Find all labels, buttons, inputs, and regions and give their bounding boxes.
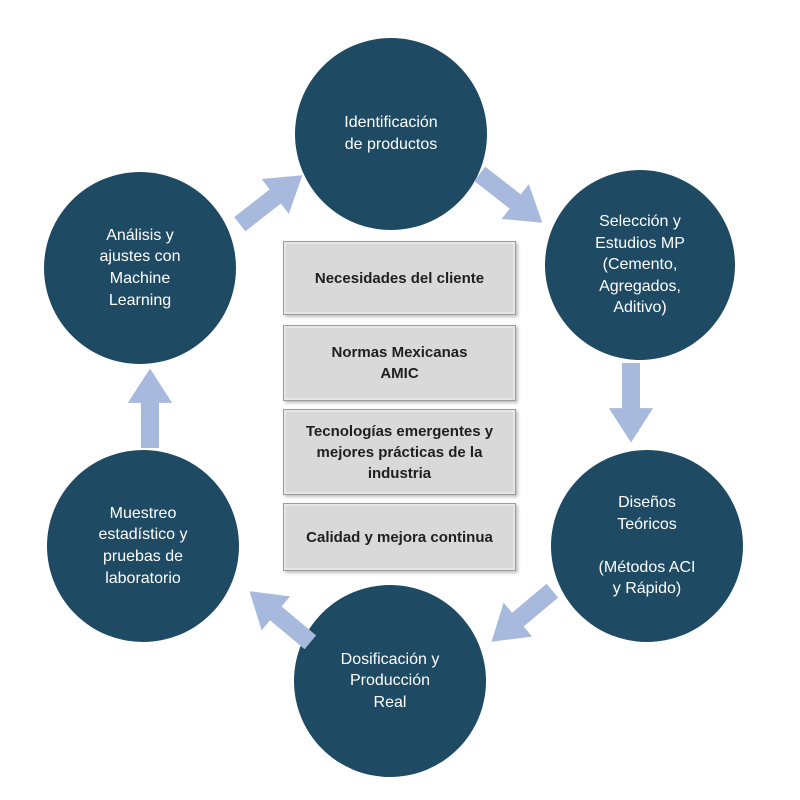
block-arrow-shape — [234, 175, 303, 232]
arrow-down-left-icon — [471, 568, 571, 665]
arrow-down-icon — [602, 363, 660, 445]
circle-label: Diseños Teóricos (Métodos ACI y Rápido) — [598, 494, 696, 598]
box-label: Calidad y mejora continua — [306, 528, 493, 546]
block-arrow-shape — [491, 583, 559, 642]
circle-label: Dosificación y Producción Real — [340, 650, 440, 711]
box-normas-mexicanas-amic: Normas Mexicanas AMIC — [283, 325, 516, 401]
circle-label: Muestreo estadístico y pruebas de labora… — [98, 504, 188, 587]
block-arrow-shape — [474, 166, 543, 223]
circle-analisis-machine-learning: Análisis y ajustes con Machine Learning — [44, 172, 236, 364]
block-arrow-shape — [127, 368, 173, 448]
box-tecnologias-emergentes: Tecnologías emergentes y mejores práctic… — [283, 409, 516, 495]
box-label: Normas Mexicanas AMIC — [331, 344, 468, 382]
block-arrow-shape — [249, 591, 317, 650]
box-label: Necesidades del cliente — [314, 269, 485, 287]
box-necesidades-cliente: Necesidades del cliente — [283, 241, 516, 315]
arrow-up-icon — [121, 366, 179, 448]
circle-identificacion-productos: Identificación de productos — [295, 38, 487, 230]
block-arrow-shape — [608, 363, 654, 443]
box-label: Tecnologías emergentes y mejores práctic… — [305, 422, 494, 482]
circle-label: Identificación de productos — [344, 114, 438, 153]
arrow-up-right-icon — [222, 151, 322, 247]
box-calidad-mejora-continua: Calidad y mejora continua — [283, 503, 516, 571]
circle-dosificacion-produccion-real: Dosificación y Producción Real — [294, 585, 486, 777]
circle-disenos-teoricos: Diseños Teóricos (Métodos ACI y Rápido) — [551, 450, 743, 642]
circle-muestreo-laboratorio: Muestreo estadístico y pruebas de labora… — [47, 450, 239, 642]
arrow-down-right-icon — [462, 151, 562, 247]
arrow-up-left-icon — [229, 567, 329, 664]
circle-seleccion-estudios-mp: Selección y Estudios MP (Cemento, Agrega… — [545, 170, 735, 360]
circle-label: Análisis y ajustes con Machine Learning — [99, 226, 181, 309]
circle-label: Selección y Estudios MP (Cemento, Agrega… — [595, 213, 685, 317]
